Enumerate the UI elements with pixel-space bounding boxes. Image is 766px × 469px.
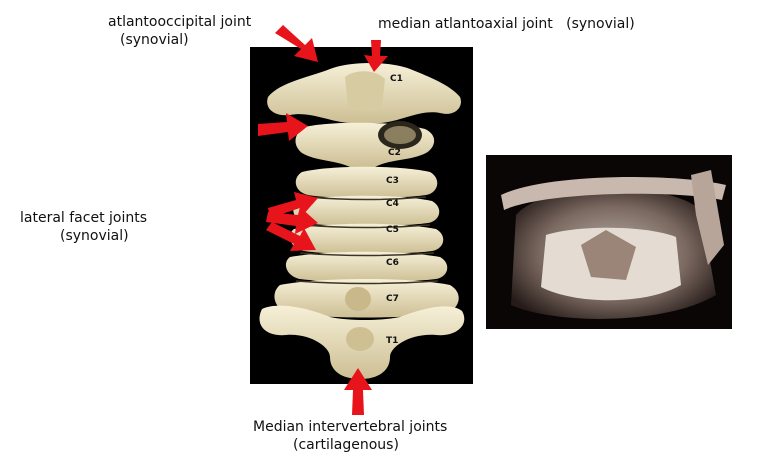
vertebra-label-c2: C2	[388, 148, 401, 158]
atlantooccipital-title: atlantooccipital joint	[108, 14, 252, 30]
vertebra-label-c1: C1	[390, 74, 403, 84]
vertebra-c5	[289, 223, 444, 254]
cervical-spine-photo: C1 C2 C3 C4 C5 C6 C7 T1	[250, 47, 473, 384]
vertebra-label-c6: C6	[386, 258, 399, 268]
vertebra-c4	[293, 195, 440, 226]
vertebra-c1	[267, 63, 461, 123]
lateral-facet-label: lateral facet joints (synovial)	[20, 209, 147, 245]
lateral-facet-type: (synovial)	[60, 228, 129, 244]
median-atlantoaxial-label: median atlantoaxial joint (synovial)	[378, 16, 635, 32]
atlantooccipital-label: atlantooccipital joint (synovial)	[108, 13, 251, 49]
vertebra-c2	[295, 121, 435, 167]
ct-reconstruction-drawing	[486, 155, 732, 329]
vertebra-c7	[274, 279, 459, 318]
intervertebral-type: (cartilagenous)	[293, 437, 399, 453]
vertebra-label-c3: C3	[386, 176, 399, 186]
atlantooccipital-type: (synovial)	[120, 32, 189, 48]
vertebra-t1	[259, 305, 465, 379]
cervical-spine-drawing: C1 C2 C3 C4 C5 C6 C7 T1	[259, 63, 465, 379]
intervertebral-label: Median intervertebral joints (cartilagen…	[253, 418, 447, 454]
vertebra-label-c4: C4	[386, 199, 399, 209]
vertebra-c6	[285, 251, 448, 282]
vertebra-label-t1: T1	[386, 336, 398, 346]
intervertebral-title: Median intervertebral joints	[253, 419, 448, 435]
lateral-facet-title: lateral facet joints	[20, 210, 148, 226]
vertebra-label-c7: C7	[386, 294, 399, 304]
vertebra-label-c5: C5	[386, 225, 399, 235]
ct-reconstruction-image	[486, 155, 732, 329]
vertebra-c3	[295, 166, 438, 198]
